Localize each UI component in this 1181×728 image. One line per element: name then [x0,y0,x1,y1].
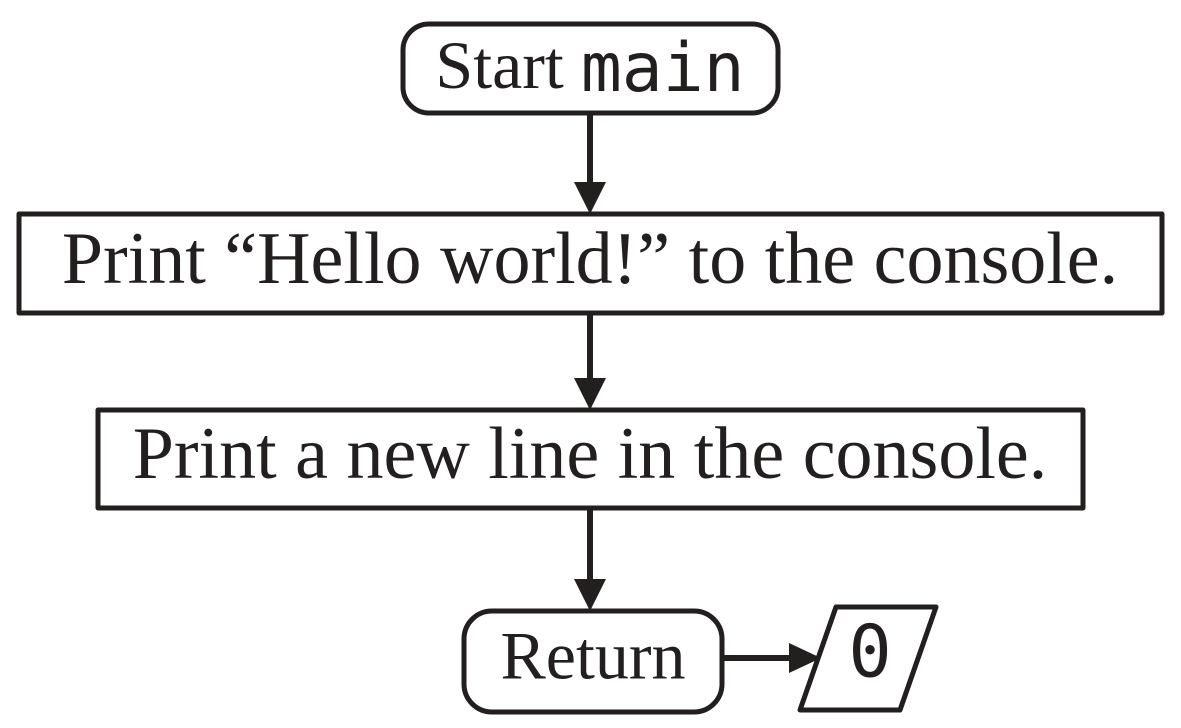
start-node-label-serif: Start [435,27,580,103]
edge-print-hello-to-print-newline-arrowhead [574,378,606,410]
print-hello-node-shape [16,211,1165,316]
return-node-label: Return [500,618,685,694]
node-start[interactable]: Start main [400,21,781,116]
return-value-node-label: 0 [848,610,891,694]
edge-print-newline-to-return-arrowhead [574,579,606,611]
return-value-node-shape [797,604,939,713]
print-hello-node-label: Print “Hello world!” to the console. [62,218,1118,300]
edge-return-to-return-value [722,643,821,673]
node-print-hello[interactable]: Print “Hello world!” to the console. [16,211,1165,316]
return-node-shape [461,608,725,715]
start-node-label: Start main [435,27,744,108]
node-return-value[interactable]: 0 [797,604,939,713]
edge-start-to-print-hello-arrowhead [574,182,606,214]
start-node-label-mono: main [581,29,745,108]
edge-return-to-return-value-arrowhead [789,643,821,673]
edge-print-newline-to-return [574,508,606,611]
edge-print-hello-to-print-newline [574,313,606,410]
edge-start-to-print-hello [574,113,606,214]
node-print-newline[interactable]: Print a new line in the console. [95,407,1086,511]
node-return[interactable]: Return [461,608,725,715]
print-newline-node-label: Print a new line in the console. [133,413,1048,495]
